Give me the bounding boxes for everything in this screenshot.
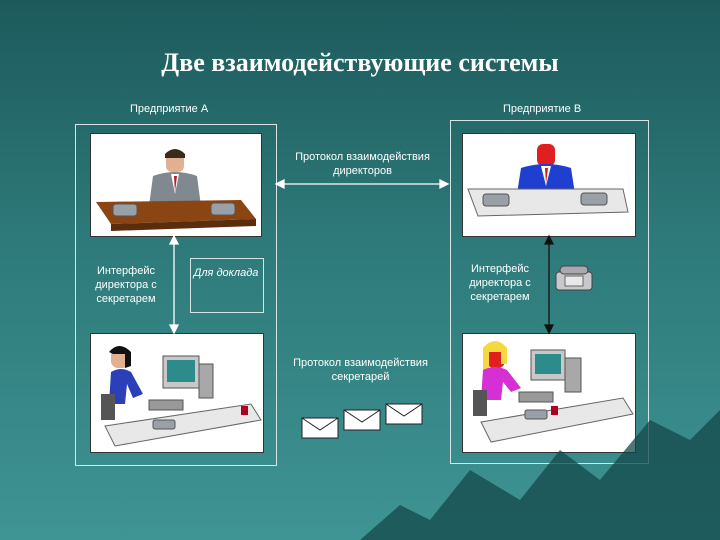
envelope-icon (343, 409, 381, 431)
director-a-card (90, 133, 262, 237)
director-a-illustration (96, 149, 256, 231)
interface-a-label: Интерфейс директора с секретарем (95, 265, 157, 305)
enterprise-a-frame (75, 124, 277, 466)
secretary-a-card (90, 333, 264, 453)
secretary-a-illustration (101, 346, 262, 447)
protocol-directors-label: Протокол взаимодействия директоров (295, 151, 430, 177)
interface-b-label: Интерфейс директора с секретарем (469, 263, 531, 303)
report-note: Для доклада (193, 267, 259, 279)
report-box (190, 258, 264, 313)
diagram-title: Две взаимодействующие системы (161, 48, 559, 77)
enterprise-b-label: Предприятие B (503, 103, 582, 115)
enterprise-a-label: Предприятие A (130, 103, 209, 115)
envelope-icon (301, 417, 339, 439)
arrow-left-head (274, 178, 285, 190)
director-b-card (462, 133, 636, 237)
decorative-waves (360, 410, 720, 540)
envelope-icon (385, 403, 423, 425)
secretary-b-illustration (473, 341, 634, 443)
director-b-illustration (467, 144, 629, 217)
secretary-b-card (462, 333, 636, 453)
protocol-secretaries-label: Протокол взаимодействия секретарей (293, 357, 428, 383)
telephone-icon (555, 265, 593, 291)
envelope-icons (301, 403, 423, 439)
arrow-right-head (439, 178, 450, 190)
